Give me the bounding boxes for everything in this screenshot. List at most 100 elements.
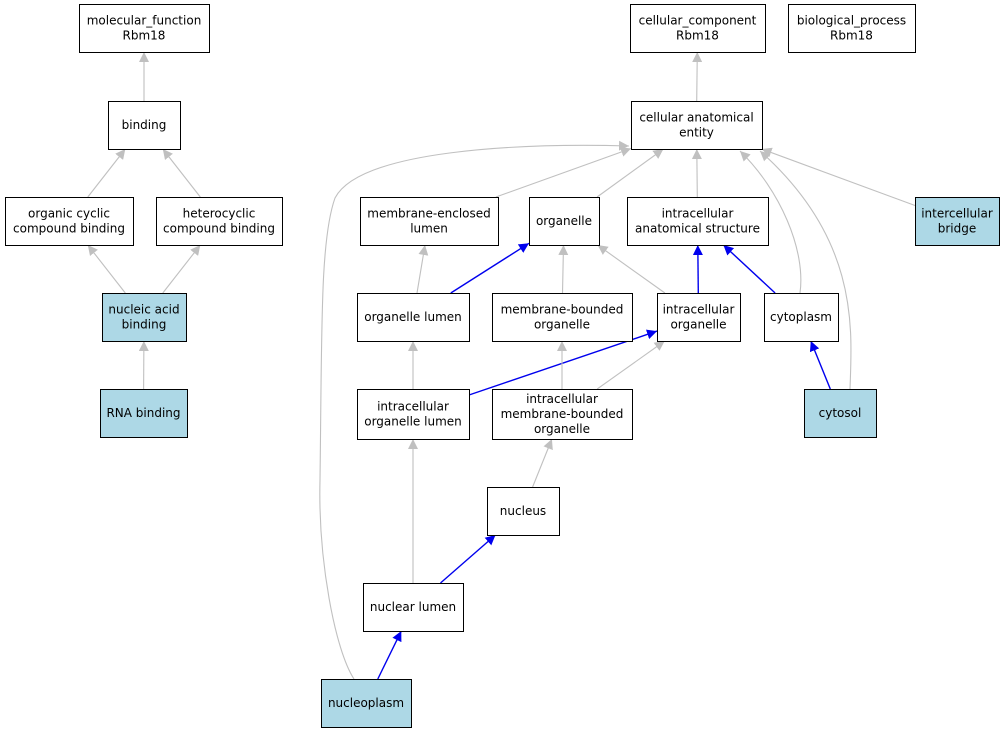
node-label: organic cyclic xyxy=(28,207,110,221)
node-label: membrane-enclosed xyxy=(367,207,491,221)
node-box xyxy=(627,197,769,246)
node-nl[interactable]: nuclear lumen xyxy=(363,583,464,632)
node-box xyxy=(357,293,470,342)
node-label: Rbm18 xyxy=(123,29,166,43)
node-box xyxy=(487,487,560,536)
node-rnab[interactable]: RNA binding xyxy=(100,389,188,438)
node-label: intracellular xyxy=(663,303,735,317)
node-label: organelle xyxy=(670,318,726,332)
node-label: RNA binding xyxy=(106,406,180,420)
node-label: binding xyxy=(122,318,167,332)
node-label: anatomical structure xyxy=(635,222,760,236)
edge-ias-to-cae xyxy=(691,148,702,198)
node-label: organelle lumen xyxy=(364,310,462,324)
node-label: heterocyclic xyxy=(183,207,256,221)
node-label: entity xyxy=(679,126,714,140)
node-label: lumen xyxy=(410,222,448,236)
edge-mel-to-cae xyxy=(495,147,632,198)
node-box xyxy=(357,389,470,440)
edge-io-to-org xyxy=(597,244,666,294)
edge-nab-to-ocb xyxy=(87,244,126,294)
node-label: Rbm18 xyxy=(830,29,873,43)
edge-imbo-to-io xyxy=(596,340,666,390)
node-label: intercellular xyxy=(921,207,993,221)
edges xyxy=(87,51,916,680)
node-box xyxy=(321,679,412,728)
edge-io-to-ias xyxy=(692,244,703,294)
node-box xyxy=(5,197,134,246)
edge-cae-to-cc xyxy=(692,51,703,102)
node-label: cellular anatomical xyxy=(639,111,753,125)
node-cyto[interactable]: cytoplasm xyxy=(764,293,839,342)
node-ol[interactable]: organelle lumen xyxy=(357,293,470,342)
node-label: compound binding xyxy=(13,222,125,236)
node-label: compound binding xyxy=(163,222,275,236)
node-box xyxy=(630,4,766,53)
edge-mbo-to-org xyxy=(558,244,569,294)
node-box xyxy=(79,4,210,53)
node-label: intracellular xyxy=(526,392,598,406)
node-box xyxy=(492,293,633,342)
edge-cyto-to-cae xyxy=(739,150,802,294)
node-label: cytosol xyxy=(819,406,862,420)
edge-ol-to-org xyxy=(450,242,530,294)
edge-cytosol-to-cae xyxy=(759,150,852,390)
node-label: biological_process xyxy=(797,14,906,28)
node-np[interactable]: nucleoplasm xyxy=(321,679,412,728)
node-label: organelle xyxy=(534,318,590,332)
node-nucleus[interactable]: nucleus xyxy=(487,487,560,536)
node-org[interactable]: organelle xyxy=(529,197,600,246)
node-box xyxy=(804,389,877,438)
node-label: nucleic acid xyxy=(108,303,179,317)
node-box xyxy=(100,389,188,438)
node-cytosol[interactable]: cytosol xyxy=(804,389,877,438)
node-label: intracellular xyxy=(377,400,449,414)
node-label: Rbm18 xyxy=(676,29,719,43)
edge-hcb-to-binding xyxy=(162,148,201,198)
node-label: membrane-bounded xyxy=(501,303,624,317)
node-label: membrane-bounded xyxy=(501,407,624,421)
node-label: binding xyxy=(122,118,167,132)
node-label: cellular_component xyxy=(639,14,757,28)
edge-nl-to-nucleus xyxy=(440,534,496,584)
edge-nab-to-hcb xyxy=(162,244,201,294)
node-box xyxy=(529,197,600,246)
node-box xyxy=(102,293,187,342)
node-box xyxy=(631,101,763,150)
node-binding[interactable]: binding xyxy=(108,101,181,150)
node-label: organelle xyxy=(534,422,590,436)
node-label: organelle lumen xyxy=(364,415,462,429)
edge-nucleus-to-imbo xyxy=(532,438,553,488)
node-label: nucleus xyxy=(500,504,546,518)
node-label: nucleoplasm xyxy=(328,696,404,710)
edge-ib-to-cae xyxy=(761,147,916,207)
node-label: cytoplasm xyxy=(770,310,832,324)
node-label: intracellular xyxy=(662,207,734,221)
node-label: nuclear lumen xyxy=(370,600,456,614)
node-label: bridge xyxy=(938,222,977,236)
node-box xyxy=(764,293,839,342)
edge-np-to-nl xyxy=(377,630,402,680)
edge-np-to-cae xyxy=(319,140,630,680)
node-box xyxy=(657,293,741,342)
edge-cyto-to-ias xyxy=(722,244,776,294)
node-box xyxy=(156,197,283,246)
node-box xyxy=(363,583,464,632)
node-box xyxy=(492,389,633,440)
